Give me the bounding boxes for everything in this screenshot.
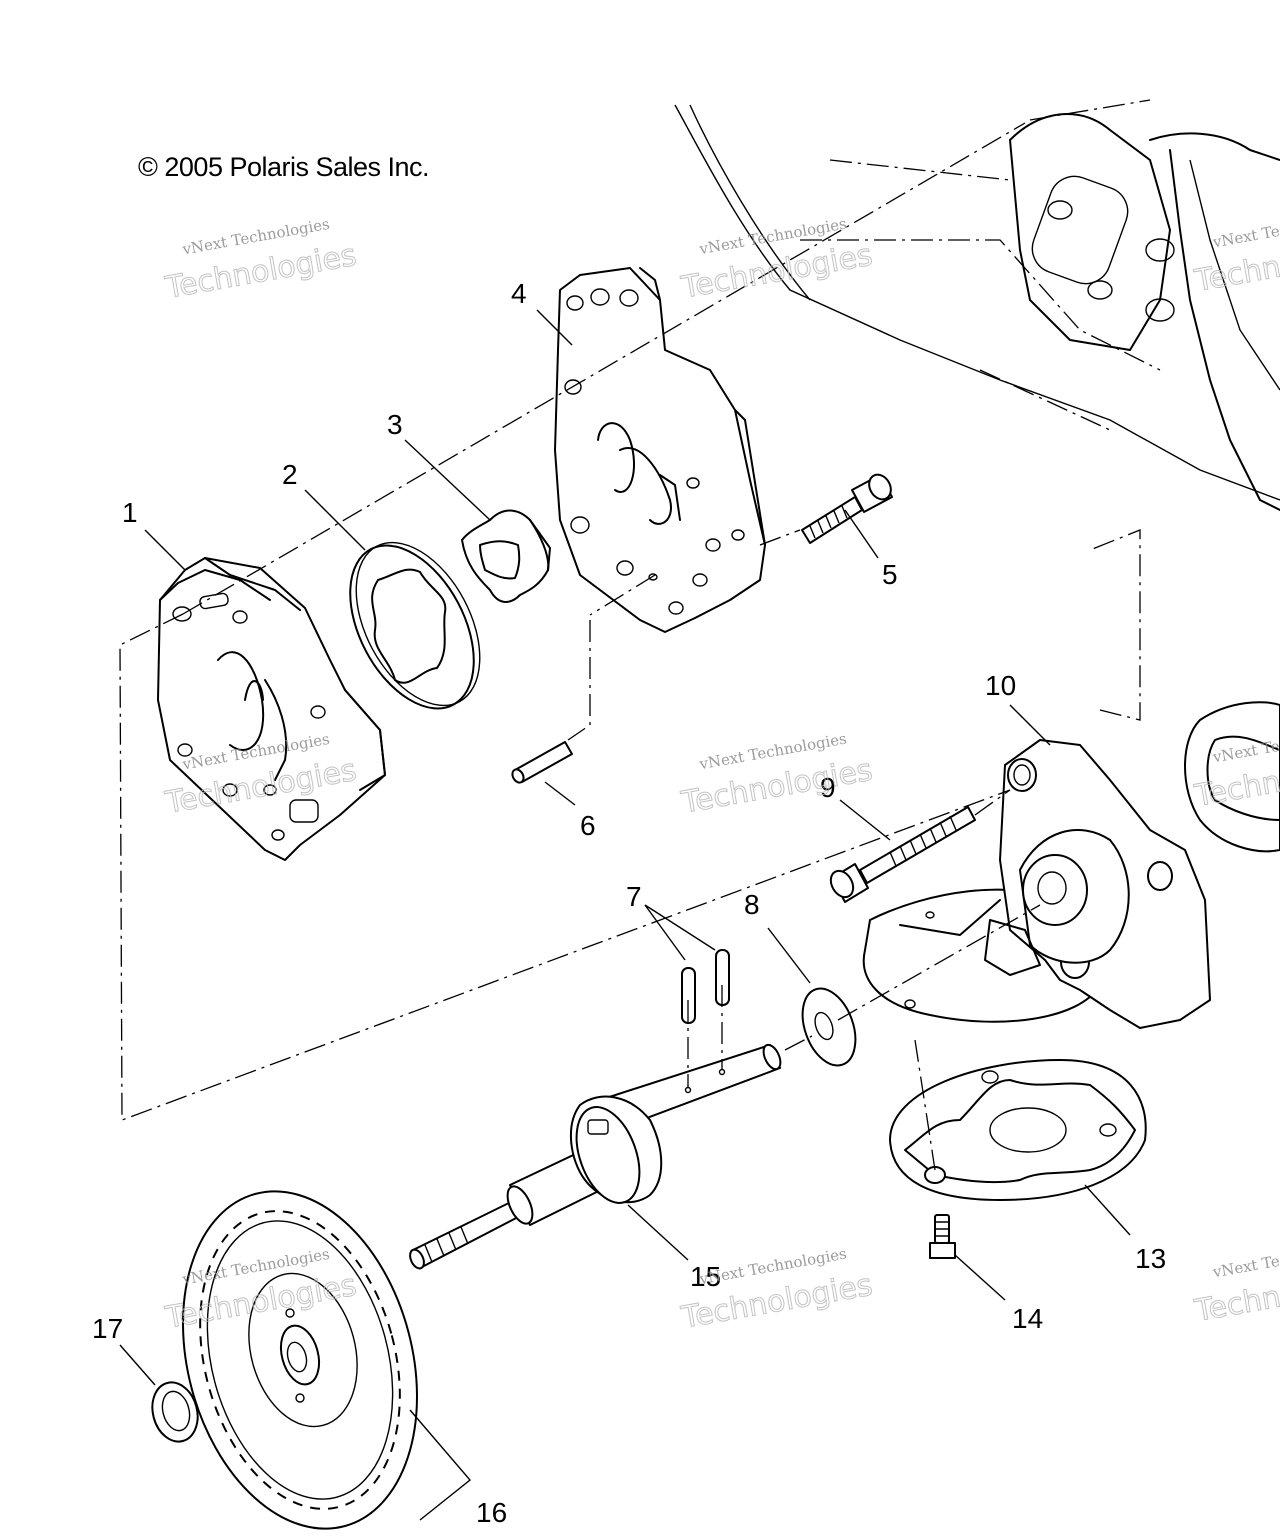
part-10-pump-housing [862, 739, 1211, 1029]
alignment-lines [119, 122, 1141, 1171]
callout-4: 4 [511, 278, 527, 309]
callout-14: 14 [1012, 1303, 1043, 1334]
callout-16: 16 [476, 1497, 507, 1528]
callout-15: 15 [690, 1261, 721, 1292]
part-3-inner-rotor [461, 509, 551, 603]
callout-3: 3 [387, 409, 403, 440]
watermark-text: vNext Technologies [1211, 208, 1280, 252]
part-16-gear [182, 1190, 418, 1530]
part-13-strainer-plate [889, 1059, 1147, 1201]
callout-7: 7 [626, 881, 642, 912]
leader-lines [119, 309, 1131, 1521]
partial-rotor-right [1184, 701, 1280, 853]
callout-17: 17 [92, 1313, 123, 1344]
crankcase-outline [674, 99, 1280, 511]
callout-6: 6 [580, 810, 596, 841]
part-17-ring [151, 1381, 199, 1443]
part-6-pin [511, 741, 573, 784]
callout-10: 10 [985, 670, 1016, 701]
part-8-washer [801, 987, 857, 1067]
part-1-pump-body [157, 557, 386, 861]
part-2-outer-rotor [349, 541, 481, 710]
callout-2: 2 [282, 459, 298, 490]
callout-5: 5 [882, 559, 898, 590]
callout-8: 8 [744, 889, 760, 920]
part-7-pins [681, 949, 730, 1024]
callout-1: 1 [122, 497, 138, 528]
part-15-shaft [409, 1043, 782, 1270]
part-4-pump-plate [554, 267, 766, 633]
watermark-text: vNext Technologies [1211, 1238, 1280, 1282]
copyright-notice: © 2005 Polaris Sales Inc. [138, 152, 430, 182]
part-14-small-screw [929, 1214, 956, 1259]
part-9-bolt [829, 806, 976, 903]
callout-9: 9 [820, 772, 836, 803]
callout-labels: 1 2 3 4 5 6 7 8 9 10 13 14 15 16 17 [92, 278, 1166, 1528]
part-5-screw [801, 473, 893, 544]
callout-13: 13 [1135, 1243, 1166, 1274]
